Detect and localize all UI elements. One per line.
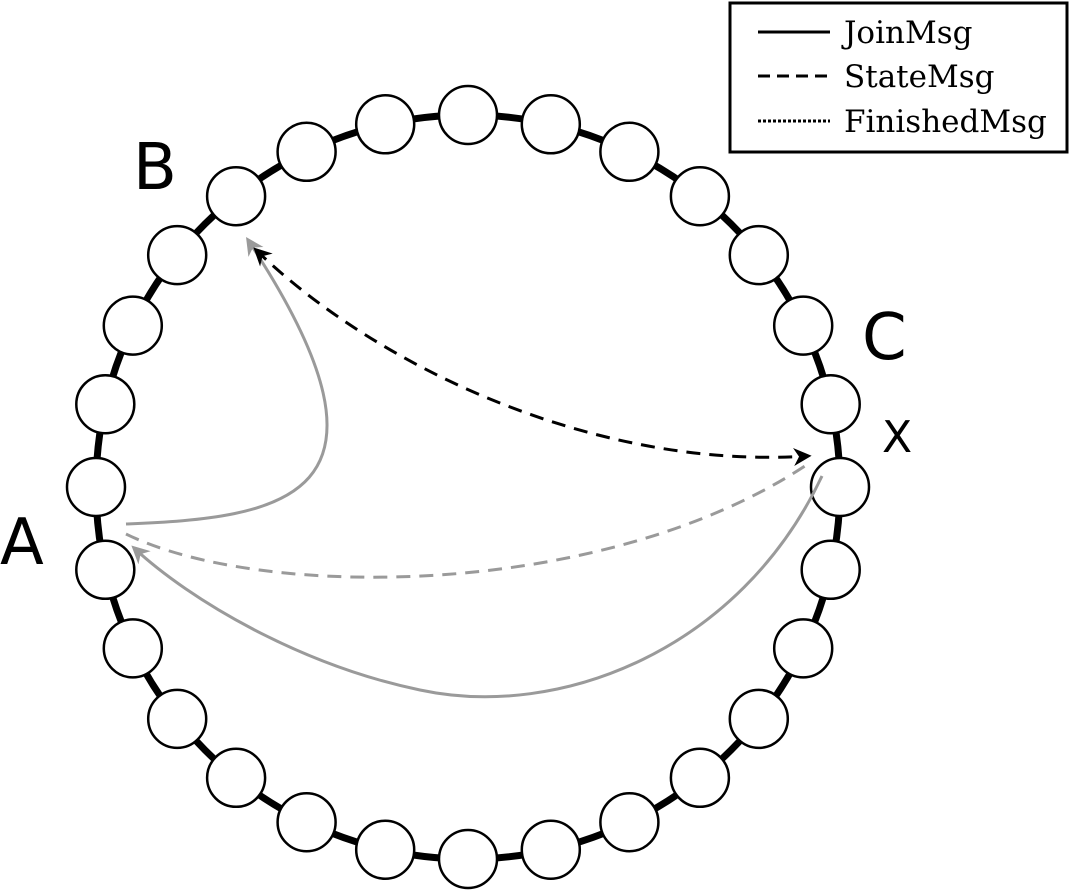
node-label-c: C [862, 301, 907, 375]
ring-node [437, 84, 499, 146]
state-arrow-b-to-x [253, 247, 812, 466]
ring-node [354, 94, 416, 155]
ring-node [669, 747, 731, 809]
ring-node [146, 688, 208, 750]
ring-node [728, 224, 790, 286]
join-arrow-x-to-a [131, 475, 824, 699]
ring-node [75, 373, 136, 435]
ring-node [437, 828, 499, 890]
legend-label-joinmsg: JoinMsg [841, 15, 972, 51]
ring-node [809, 456, 871, 518]
state-arrow-a-to-x [125, 464, 806, 579]
ring-node [354, 819, 416, 880]
ring-node [75, 539, 136, 601]
ring-nodes [65, 84, 871, 890]
ring-node [800, 539, 861, 601]
ring-node [276, 121, 337, 183]
legend-label-statemsg: StateMsg [844, 59, 994, 95]
ring-node [205, 747, 267, 809]
ring-node [276, 791, 337, 853]
node-label-x: X [882, 412, 912, 463]
ring-node [599, 121, 660, 183]
ring-node [102, 295, 164, 356]
ring-node [146, 224, 208, 286]
ring-node [102, 618, 164, 679]
legend: JoinMsg StateMsg FinishedMsg [728, 1, 1069, 154]
ring-node [800, 373, 861, 435]
ring-node [520, 94, 582, 155]
node-label-b: B [133, 131, 177, 205]
ring-node [205, 165, 267, 227]
ring-circle [92, 111, 844, 863]
ring-node [772, 618, 834, 679]
legend-box [728, 1, 1069, 154]
ring-node [65, 456, 127, 518]
ring-node [520, 819, 582, 880]
ring-node [599, 791, 660, 853]
node-label-a: A [0, 506, 44, 580]
ring-node [728, 688, 790, 750]
legend-label-finishedmsg: FinishedMsg [844, 104, 1047, 140]
ring-node [669, 165, 731, 227]
ring-node [772, 295, 834, 356]
